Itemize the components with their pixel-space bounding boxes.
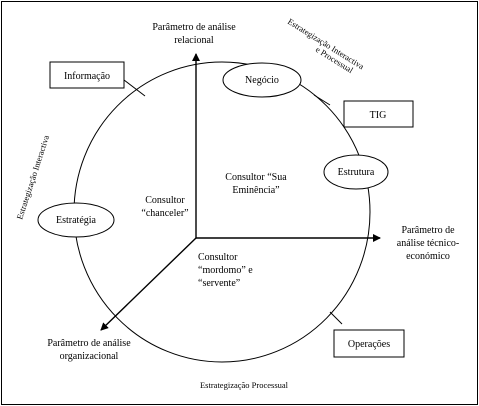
consultant-chanceler-line1: Consultor (145, 195, 185, 206)
ellipse-negocio-label: Negócio (245, 75, 279, 86)
axis-technical-label-line3: económico (406, 251, 450, 262)
main-circle (73, 61, 371, 363)
box-operacoes-label: Operações (348, 339, 390, 350)
consultant-mordomo-line2: “mordomo” e (198, 265, 253, 276)
ellipse-estrategia-label: Estratégia (56, 215, 97, 226)
consultant-sua-eminencia-line1: Consultor “Sua (225, 172, 287, 183)
axis-organizational-arrow (100, 237, 197, 331)
strategic-label-interactive-processual-line1: Estrategização Interactiva (286, 16, 366, 71)
axis-organizational-label-line1: Parâmetro de análise (47, 338, 131, 349)
consultant-sua-eminencia-line2: Eminência” (232, 185, 279, 196)
axis-organizational-label-line2: organizacional (60, 351, 119, 362)
connector-negocio-tig (313, 94, 331, 106)
consultant-mordomo-line3: “servente” (198, 278, 240, 289)
connector-operacoes (329, 311, 343, 325)
box-operacoes (333, 329, 405, 358)
box-tig-label: TIG (370, 110, 387, 121)
axis-technical-label-line2: análise técnico- (397, 238, 459, 249)
consultant-mordomo-line1: Consultor (198, 252, 238, 263)
strategic-label-interactive: Estrategização Interactiva (14, 134, 51, 221)
box-informacao-label: Informação (64, 71, 110, 82)
ellipse-estrategia (37, 202, 115, 238)
axis-relational-label-line2: relacional (174, 35, 214, 46)
box-tig (343, 100, 414, 128)
ellipse-estrutura-label: Estrutura (338, 167, 375, 178)
axis-technical-label-line1: Parâmetro de (401, 225, 455, 236)
consultant-chanceler-line2: “chanceler” (141, 208, 188, 219)
axis-relational-label-line1: Parâmetro de análise (152, 22, 236, 33)
ellipse-estrutura (323, 154, 389, 190)
ellipse-negocio (222, 62, 302, 98)
box-informacao (49, 61, 125, 89)
strategic-label-processual: Estrategização Processual (200, 380, 289, 390)
connector-informacao (123, 79, 146, 97)
